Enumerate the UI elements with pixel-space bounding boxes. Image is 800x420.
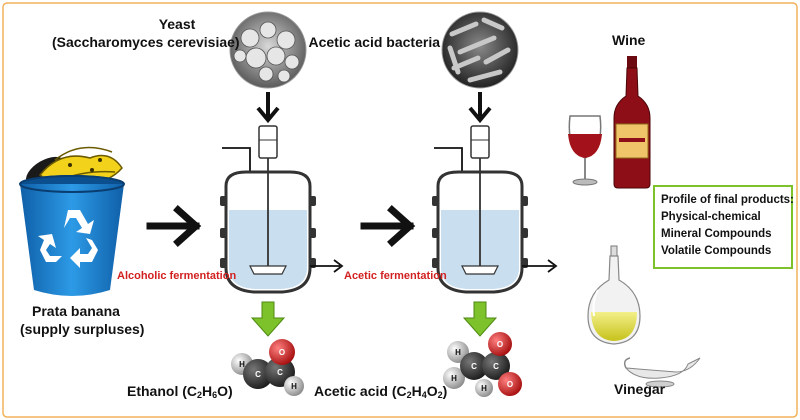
atom-c: [460, 352, 488, 380]
banana-bin: [19, 146, 125, 296]
ethanol-formula: Ethanol (C2H6O): [127, 383, 233, 400]
fermenter-2: [432, 125, 558, 294]
atom-label: C: [277, 368, 283, 377]
atom-label: O: [497, 340, 503, 349]
profile-item: Physical-chemical: [661, 211, 761, 223]
acetic-acid-molecule: H H C C O O H: [443, 332, 522, 397]
vinegar-label: Vinegar: [614, 381, 666, 397]
atom-c: [243, 359, 273, 389]
arrow-to-fermenter-2: [360, 205, 416, 247]
banana-label-line1: Prata banana: [32, 303, 120, 319]
yeast-title: Yeast: [158, 16, 196, 32]
atom-h: [443, 367, 465, 389]
yeast-micrograph: [229, 11, 307, 89]
atom-label: H: [239, 360, 245, 369]
arrow-to-fermenter-1: [146, 205, 202, 247]
atom-c: [482, 352, 510, 380]
atom-h: [475, 379, 493, 397]
banana-label-line2: (supply surpluses): [20, 321, 145, 337]
atom-label: O: [279, 348, 285, 357]
atom-label: H: [481, 384, 487, 393]
atom-label: H: [451, 374, 457, 383]
atom-label: C: [471, 362, 477, 371]
recycle-icon: [38, 210, 98, 268]
bacteria-down-arrow: [468, 92, 492, 124]
fermenter-1: [220, 125, 344, 294]
vinegar-cruet: [587, 245, 641, 345]
wine-label: Wine: [612, 32, 646, 48]
bacteria-micrograph: [441, 11, 519, 89]
gravy-boat: [623, 357, 701, 388]
wine-bottle: [613, 56, 651, 189]
profile-item: Mineral Compounds: [661, 228, 772, 240]
alcoholic-fermentation-label: Alcoholic fermentation: [117, 270, 237, 282]
atom-label: C: [255, 370, 261, 379]
ethanol-molecule: H C C O H: [231, 339, 304, 396]
atom-label: O: [507, 380, 513, 389]
wine-glass: [568, 115, 602, 186]
yeast-down-arrow: [256, 92, 280, 124]
acetic-acid-formula: Acetic acid (C2H4O2): [314, 383, 448, 400]
profile-item: Volatile Compounds: [661, 245, 772, 257]
green-arrow-acetic: [462, 301, 498, 337]
atom-o: [269, 339, 295, 365]
profile-title: Profile of final products:: [661, 194, 794, 206]
green-arrow-ethanol: [250, 301, 286, 337]
atom-o: [498, 372, 522, 396]
final-products-profile-box: Profile of final products: Physical-chem…: [653, 185, 794, 269]
acetic-fermentation-label: Acetic fermentation: [344, 270, 447, 282]
atom-label: H: [455, 348, 461, 357]
atom-o: [488, 332, 512, 356]
yeast-species: (Saccharomyces cerevisiae): [52, 34, 240, 50]
atom-h: [284, 376, 304, 396]
bacteria-label: Acetic acid bacteria: [308, 34, 440, 50]
recycle-bin-body: [20, 184, 124, 296]
atom-label: H: [291, 382, 297, 391]
atom-label: C: [493, 362, 499, 371]
